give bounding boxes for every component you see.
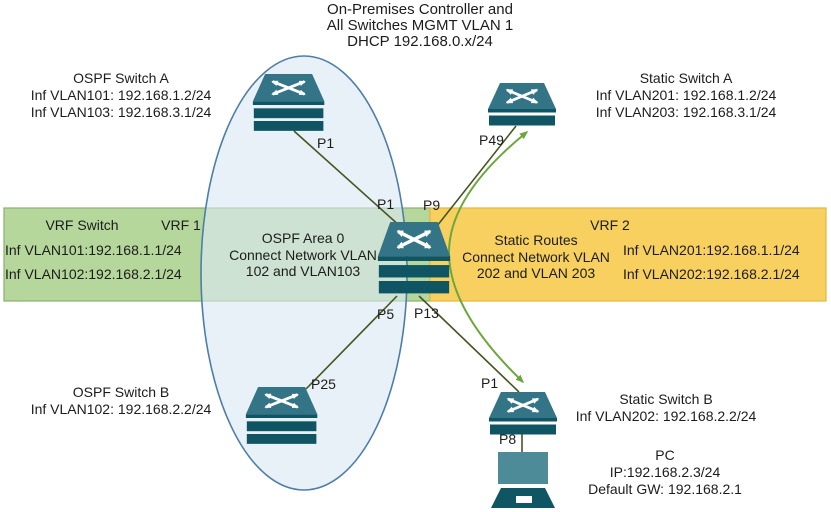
link-core-staticB: [418, 295, 520, 393]
port-label-core-p1: P1: [377, 196, 395, 212]
static-switch-b-label: Static Switch B Inf VLAN202: 192.168.2.2…: [565, 391, 767, 425]
node-detail: IP:192.168.2.3/24: [609, 464, 721, 480]
vrf2-interface-2: Inf VLAN202:192.168.2.1/24: [623, 266, 800, 282]
ospf-area-line-3: 102 and VLAN103: [245, 263, 361, 279]
vrf2-label: VRF 2: [590, 217, 630, 233]
ospf-area-label: OSPF Area 0 Connect Network VLAN 102 and…: [208, 230, 398, 280]
ospf-switch-b-icon: [246, 387, 317, 444]
node-detail: Default GW: 192.168.2.1: [588, 481, 742, 497]
ospf-area-line-1: OSPF Area 0: [261, 230, 345, 246]
title-line-2: All Switches MGMT VLAN 1: [326, 17, 514, 34]
ospf-area-line-2: Connect Network VLAN: [229, 246, 377, 263]
node-detail: Inf VLAN103: 192.168.3.1/24: [30, 104, 212, 120]
port-label-staticA-p49: P49: [479, 132, 504, 148]
vrf1-label: VRF 1: [161, 217, 201, 233]
diagram-title: On-Premises Controller and All Switches …: [280, 2, 560, 50]
port-label-staticB-p8: P8: [499, 431, 517, 447]
node-detail: Inf VLAN101: 192.168.1.2/24: [30, 87, 212, 103]
port-label-staticB-p1: P1: [481, 375, 499, 391]
ospf-switch-a-label: OSPF Switch A Inf VLAN101: 192.168.1.2/2…: [10, 70, 232, 121]
port-label-core-p13: P13: [414, 305, 439, 321]
node-detail: Inf VLAN203: 192.168.3.1/24: [595, 104, 777, 120]
vrf1-interface-1: Inf VLAN101:192.168.1.1/24: [5, 242, 182, 258]
node-title: PC: [655, 447, 675, 463]
static-switch-a-icon: [488, 83, 556, 126]
node-title: OSPF Switch A: [73, 70, 169, 86]
link-ospfA-core: [293, 130, 402, 228]
vrf1-interface-2: Inf VLAN102:192.168.2.1/24: [5, 266, 182, 282]
node-title: Static Switch A: [639, 70, 733, 86]
node-detail: Inf VLAN201: 192.168.1.2/24: [595, 87, 777, 103]
title-line-1: On-Premises Controller and: [327, 1, 513, 18]
link-core-staticA: [436, 125, 517, 227]
vrf2-route-line-3: 202 and VLAN 203: [476, 265, 596, 281]
node-title: Static Switch B: [619, 391, 713, 407]
port-label-core-p5: P5: [377, 306, 395, 322]
vrf1-switch-label: VRF Switch: [45, 217, 119, 233]
ospf-switch-b-label: OSPF Switch B Inf VLAN102: 192.168.2.2/2…: [10, 384, 232, 418]
pc-icon: [491, 452, 555, 508]
ospf-switch-a-icon: [253, 74, 324, 131]
node-title: OSPF Switch B: [72, 384, 170, 400]
static-switch-a-label: Static Switch A Inf VLAN201: 192.168.1.2…: [570, 70, 802, 121]
pc-label: PC IP:192.168.2.3/24 Default GW: 192.168…: [565, 447, 765, 498]
port-label-core-p9: P9: [423, 197, 441, 213]
port-label-ospfB-p25: P25: [311, 376, 336, 392]
vrf2-interface-1: Inf VLAN201:192.168.1.1/24: [623, 242, 800, 258]
node-detail: Inf VLAN202: 192.168.2.2/24: [575, 408, 757, 424]
static-switch-b-icon: [489, 392, 557, 435]
link-core-ospfB: [305, 295, 398, 390]
title-line-3: DHCP 192.168.0.x/24: [347, 33, 493, 50]
vrf2-zone: [429, 207, 827, 302]
port-label-ospfA-p1: P1: [317, 135, 335, 151]
vrf2-route-line-1: Static Routes: [494, 232, 578, 248]
vrf2-route-line-2: Connect Network VLAN: [462, 248, 610, 265]
node-detail: Inf VLAN102: 192.168.2.2/24: [30, 401, 212, 417]
vrf2-static-routes-label: Static Routes Connect Network VLAN 202 a…: [448, 232, 624, 282]
